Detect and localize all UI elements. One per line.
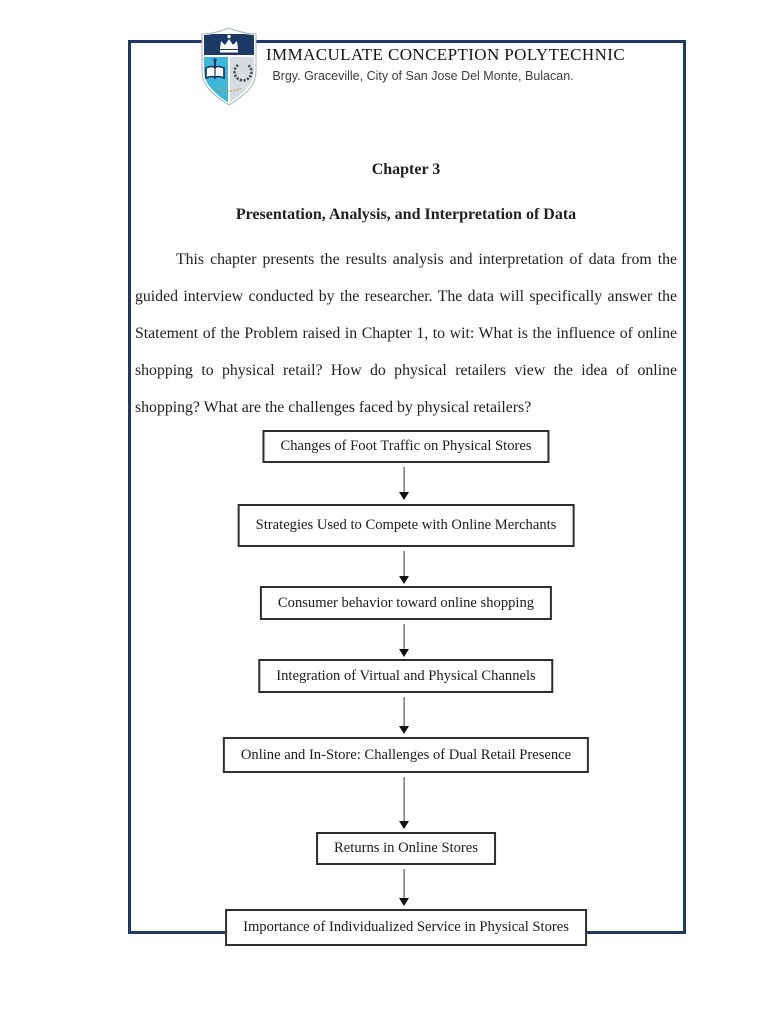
book-icon — [205, 58, 225, 80]
school-address: Brgy. Graceville, City of San Jose Del M… — [272, 69, 574, 83]
crown-icon — [220, 35, 238, 53]
down-arrow-icon — [399, 551, 409, 584]
flow-box-6: Returns in Online Stores — [316, 832, 496, 865]
flow-box-3: Consumer behavior toward online shopping — [259, 586, 553, 620]
flow-box-label: Integration of Virtual and Physical Chan… — [276, 667, 536, 684]
body-paragraph: This chapter presents the results analys… — [135, 251, 677, 416]
chapter-title: Chapter 3 — [371, 161, 441, 178]
down-arrow-icon — [399, 777, 409, 829]
flow-box-5: Online and In-Store: Challenges of Dual … — [222, 737, 590, 773]
flow-box-4: Integration of Virtual and Physical Chan… — [258, 659, 554, 693]
flow-box-label: Returns in Online Stores — [334, 840, 478, 856]
down-arrow-icon — [399, 467, 409, 500]
flow-box-label: Strategies Used to Compete with Online M… — [255, 517, 557, 533]
letterhead: IMMACULATE CONCEPTION POLYTECHNIC Brgy. … — [266, 45, 626, 83]
down-arrow-icon — [399, 869, 409, 906]
school-logo — [201, 27, 257, 106]
school-name: IMMACULATE CONCEPTION POLYTECHNIC — [266, 45, 626, 64]
laurel-icon — [233, 63, 253, 82]
chapter-subtitle: Presentation, Analysis, and Interpretati… — [235, 206, 577, 223]
motto-ribbon — [215, 87, 243, 92]
down-arrow-icon — [399, 624, 409, 657]
flow-box-2: Strategies Used to Compete with Online M… — [237, 504, 575, 547]
flow-box-7: Importance of Individualized Service in … — [225, 909, 587, 946]
down-arrow-icon — [399, 697, 409, 734]
flow-box-label: Importance of Individualized Service in … — [243, 919, 569, 935]
flow-box-label: Consumer behavior toward online shopping — [277, 594, 535, 611]
flow-box-label: Changes of Foot Traffic on Physical Stor… — [280, 438, 532, 454]
shield-left-field — [204, 56, 229, 103]
flow-box-label: Online and In-Store: Challenges of Dual … — [240, 746, 572, 763]
flow-box-1: Changes of Foot Traffic on Physical Stor… — [262, 430, 550, 463]
